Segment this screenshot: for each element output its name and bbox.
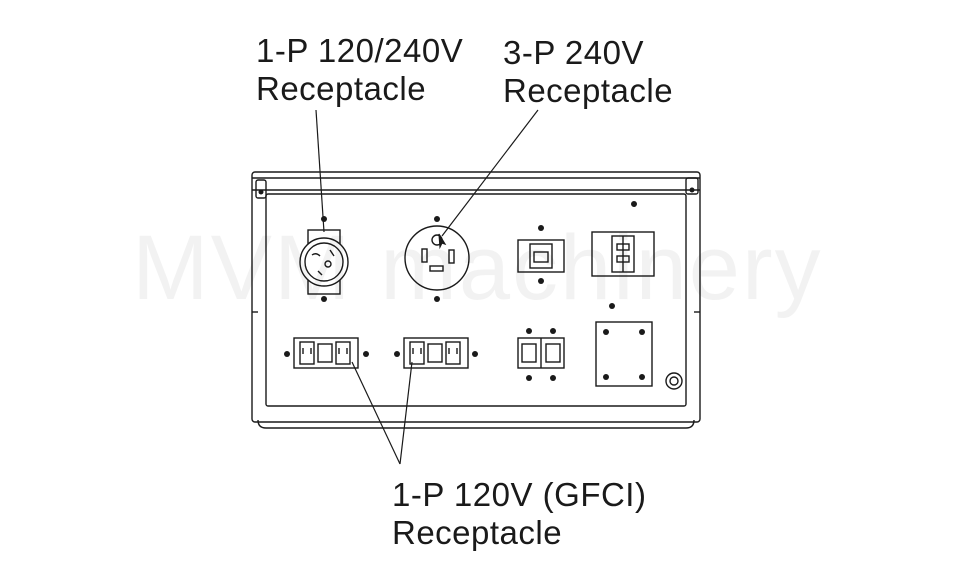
callout-gfci-receptacle: 1-P 120V (GFCI) Receptacle xyxy=(392,476,646,552)
gfci-receptacle-right xyxy=(403,337,469,369)
callout-lines xyxy=(315,109,539,465)
mounting-screws xyxy=(258,187,695,381)
circuit-breaker-small xyxy=(517,239,565,273)
callout-three-phase-receptacle: 3-P 240V Receptacle xyxy=(503,34,673,110)
three-phase-receptacle xyxy=(404,225,470,291)
callout-twist-lock-receptacle: 1-P 120/240V Receptacle xyxy=(256,32,463,108)
callout-line-1: 1-P 120V (GFCI) xyxy=(392,476,647,513)
main-breaker xyxy=(591,231,655,277)
callout-line-1: 3-P 240V xyxy=(503,34,644,71)
gfci-receptacle-left xyxy=(293,337,359,369)
cover-plate xyxy=(595,321,653,387)
callout-line-2: Receptacle xyxy=(503,72,674,109)
dual-switch xyxy=(517,337,565,369)
callout-line-2: Receptacle xyxy=(392,514,563,551)
twist-lock-receptacle xyxy=(299,229,349,295)
ground-terminal xyxy=(665,372,683,390)
panel-housing xyxy=(251,171,701,429)
callout-line-1: 1-P 120/240V xyxy=(256,32,464,69)
callout-line-2: Receptacle xyxy=(256,70,427,107)
